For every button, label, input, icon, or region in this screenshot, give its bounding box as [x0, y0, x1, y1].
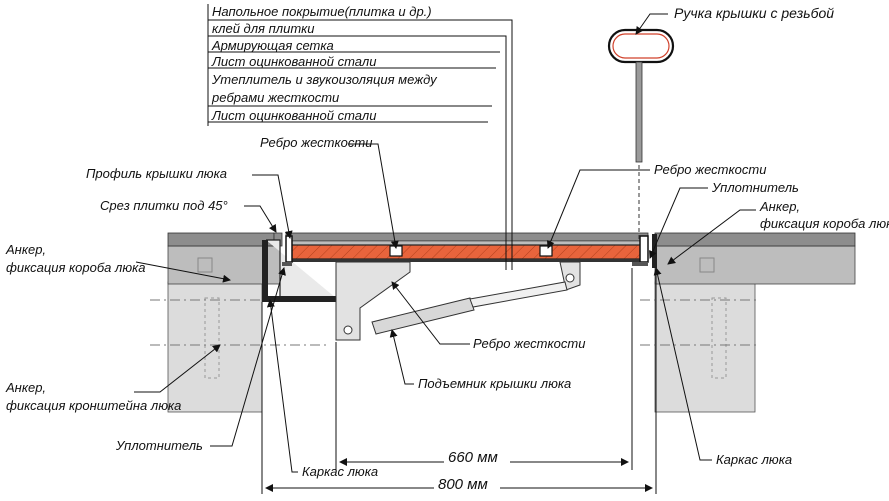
- label-rib-top: Ребро жесткости: [260, 135, 372, 150]
- seal-right: [632, 262, 648, 266]
- layer-label-1: клей для плитки: [212, 21, 315, 36]
- label-anchor-bracket-1: Анкер,: [5, 380, 46, 395]
- label-anchor-box-left-2: фиксация короба люка: [6, 260, 146, 275]
- hatch-lid: [285, 232, 649, 263]
- label-frame-left: Каркас люка: [302, 464, 378, 479]
- layer-callouts: Напольное покрытие(плитка и др.) клей дл…: [207, 4, 513, 270]
- frame-left-bottom: [262, 296, 338, 302]
- label-rib-mid: Ребро жесткости: [473, 336, 585, 351]
- right-concrete: [654, 281, 756, 413]
- frame-left-wall: [262, 240, 268, 302]
- callouts: Ручка крышки с резьбой Ребро жесткости Р…: [5, 5, 889, 479]
- gas-lifter: [371, 281, 568, 335]
- right-anchor-block: [699, 257, 715, 273]
- left-anchor-body: [204, 297, 220, 379]
- label-lift: Подъемник крышки люка: [418, 376, 571, 391]
- label-anchor-box-left-1: Анкер,: [5, 242, 46, 257]
- label-handle: Ручка крышки с резьбой: [674, 5, 834, 21]
- right-tile: [654, 232, 856, 247]
- lid-profile-left: [285, 235, 293, 263]
- dim-outer-label: 800 мм: [438, 476, 488, 493]
- lifter-cylinder: [371, 297, 475, 335]
- lifter-rod: [469, 281, 568, 308]
- lid-adhesive: [285, 240, 649, 246]
- lid-tile: [285, 232, 649, 242]
- dimension-lines: 660 мм 800 мм: [261, 268, 657, 494]
- layer-label-4: Утеплитель и звукоизоляция между: [211, 72, 438, 87]
- layer-label-3: Лист оцинкованной стали: [211, 54, 376, 69]
- handle-ring: [607, 28, 675, 64]
- left-anchor-block: [197, 257, 213, 273]
- label-anchor-bracket-2: фиксация кронштейна люка: [6, 398, 181, 413]
- lid-handle: [607, 28, 675, 240]
- seal-left: [282, 262, 292, 266]
- right-floor-slab: [654, 232, 856, 413]
- label-seal-left: Уплотнитель: [115, 438, 203, 453]
- dim-inner-label: 660 мм: [448, 449, 498, 466]
- layer-leader-1: [208, 19, 513, 270]
- label-seal-right: Уплотнитель: [711, 180, 799, 195]
- layer-label-6: Лист оцинкованной стали: [211, 108, 376, 123]
- hinge-pivot: [565, 273, 575, 283]
- lid-insulation: [289, 244, 645, 260]
- layer-label-5: ребрами жесткости: [211, 90, 339, 105]
- label-tile-cut: Срез плитки под 45°: [100, 198, 228, 213]
- label-anchor-box-right-1: Анкер,: [759, 199, 800, 214]
- label-rib-right: Ребро жесткости: [654, 162, 766, 177]
- lid-rib-2: [539, 245, 553, 257]
- label-profile: Профиль крышки люка: [86, 166, 227, 181]
- right-anchor-body: [711, 297, 727, 379]
- left-floor-slab: [167, 232, 283, 413]
- label-anchor-box-right-2: фиксация короба люка: [760, 216, 889, 231]
- label-frame-right: Каркас люка: [716, 452, 792, 467]
- bracket-pivot: [343, 325, 353, 335]
- lid-profile-right: [639, 235, 649, 263]
- layer-label-0: Напольное покрытие(плитка и др.): [212, 4, 432, 19]
- left-tile: [167, 232, 275, 247]
- handle-threaded-rod: [635, 61, 643, 163]
- lid-bottom-sheet: [286, 259, 648, 262]
- handle-ring-inner: [612, 33, 670, 59]
- layer-label-2: Армирующая сетка: [211, 38, 334, 53]
